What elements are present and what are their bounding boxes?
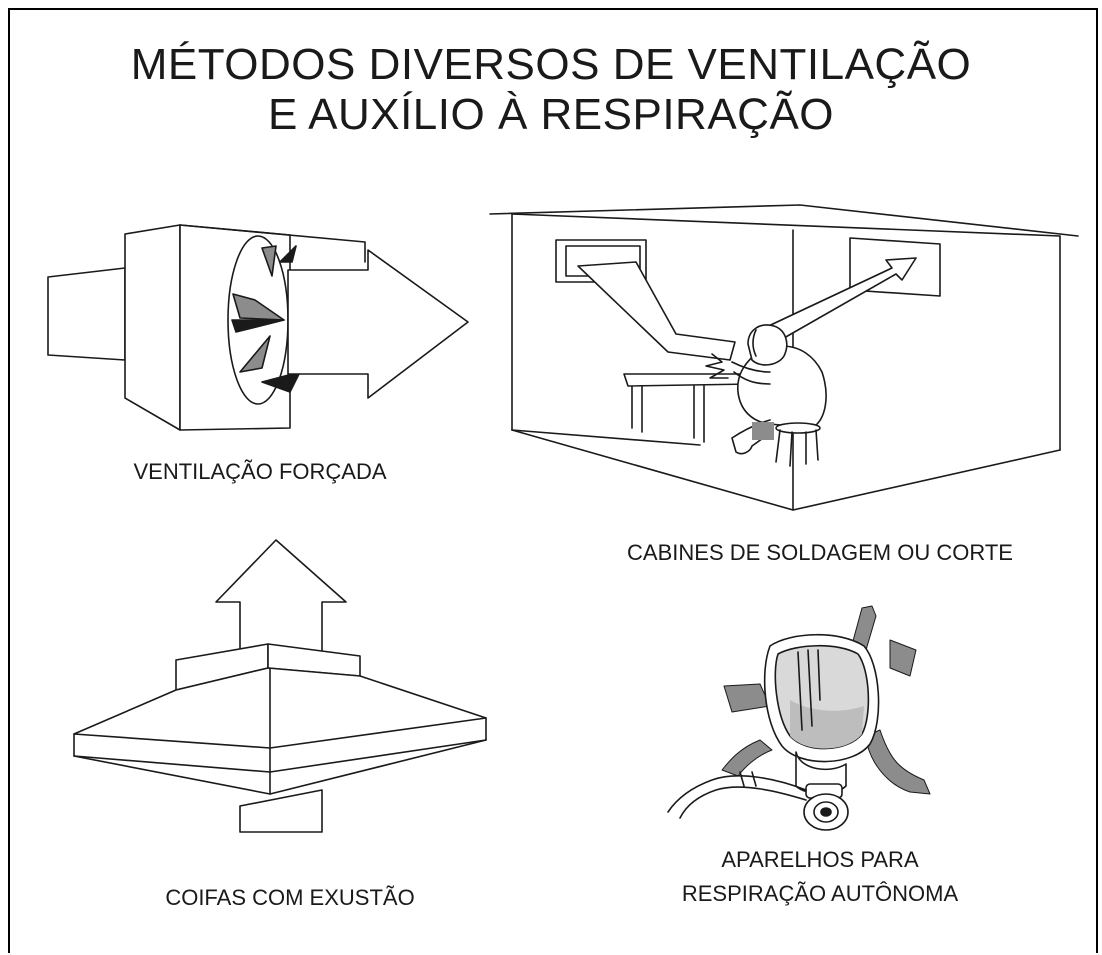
caption-breathing-apparatus-line-2: RESPIRAÇÃO AUTÔNOMA xyxy=(681,881,959,906)
welder-helmet xyxy=(747,324,788,366)
fan-blade xyxy=(239,335,271,373)
mask-hose xyxy=(667,775,807,813)
mask-lens-glare xyxy=(797,651,803,731)
caption-breathing-apparatus-line-1: APARELHOS PARA xyxy=(721,847,919,872)
weld-sparks xyxy=(705,353,729,379)
fan-rear-duct xyxy=(47,267,126,361)
mask-strap xyxy=(723,683,771,713)
fan-housing xyxy=(124,224,181,431)
mask-hose-band xyxy=(751,771,757,787)
hood-intake xyxy=(239,789,323,833)
mask-strap xyxy=(865,729,931,795)
exhaust-hood-illustration xyxy=(73,539,487,833)
fan-blade xyxy=(279,245,297,263)
booth-arrow-left xyxy=(577,261,736,361)
title-line-2: E AUXÍLIO À RESPIRAÇÃO xyxy=(267,90,835,139)
caption-welding-booths: CABINES DE SOLDAGEM OU CORTE xyxy=(627,540,1013,565)
title-line-1: MÉTODOS DIVERSOS DE VENTILAÇÃO xyxy=(130,40,972,89)
welder-helmet-visor xyxy=(752,329,757,357)
fan-blade xyxy=(261,245,277,277)
diagram-frame xyxy=(8,8,1098,953)
booth-stool-leg xyxy=(775,429,781,463)
booth-arrow-right xyxy=(759,257,917,347)
booth-table-top xyxy=(623,373,753,387)
welder-boot xyxy=(752,422,774,440)
caption-forced-ventilation: VENTILAÇÃO FORÇADA xyxy=(133,459,387,484)
hood-body xyxy=(73,667,487,773)
booth-stool-seat xyxy=(775,422,821,434)
mask-strap xyxy=(721,739,773,777)
welder-arm xyxy=(731,361,771,385)
breathing-apparatus-illustration xyxy=(667,605,931,831)
booth-floor xyxy=(511,429,1061,511)
welding-booth-illustration xyxy=(489,204,1079,511)
booth-ceiling-back xyxy=(511,213,1061,237)
mask-strap xyxy=(889,639,917,677)
fan-housing-top xyxy=(179,224,366,263)
fan-airflow-arrow xyxy=(287,249,469,399)
mask-lens-glare xyxy=(807,649,813,727)
booth-ceiling xyxy=(489,204,1079,237)
mask-hose-band xyxy=(739,771,745,787)
hood-edge xyxy=(269,717,487,749)
fan-blade xyxy=(261,371,301,393)
caption-exhaust-hoods: COIFAS COM EXUSTÃO xyxy=(165,885,415,910)
fan-blade xyxy=(231,319,285,333)
forced-ventilation-illustration xyxy=(47,224,469,431)
mask-lens-shade xyxy=(790,700,864,749)
mask-hose xyxy=(679,786,807,819)
hood-edge xyxy=(73,733,271,749)
booth-stool-leg xyxy=(789,431,793,467)
mask-lens-glare xyxy=(817,649,821,701)
mask-regulator-core xyxy=(820,807,832,817)
hood-exhaust-arrow xyxy=(215,539,347,661)
booth-floor-line xyxy=(511,429,701,446)
booth-stool-leg xyxy=(815,429,819,461)
